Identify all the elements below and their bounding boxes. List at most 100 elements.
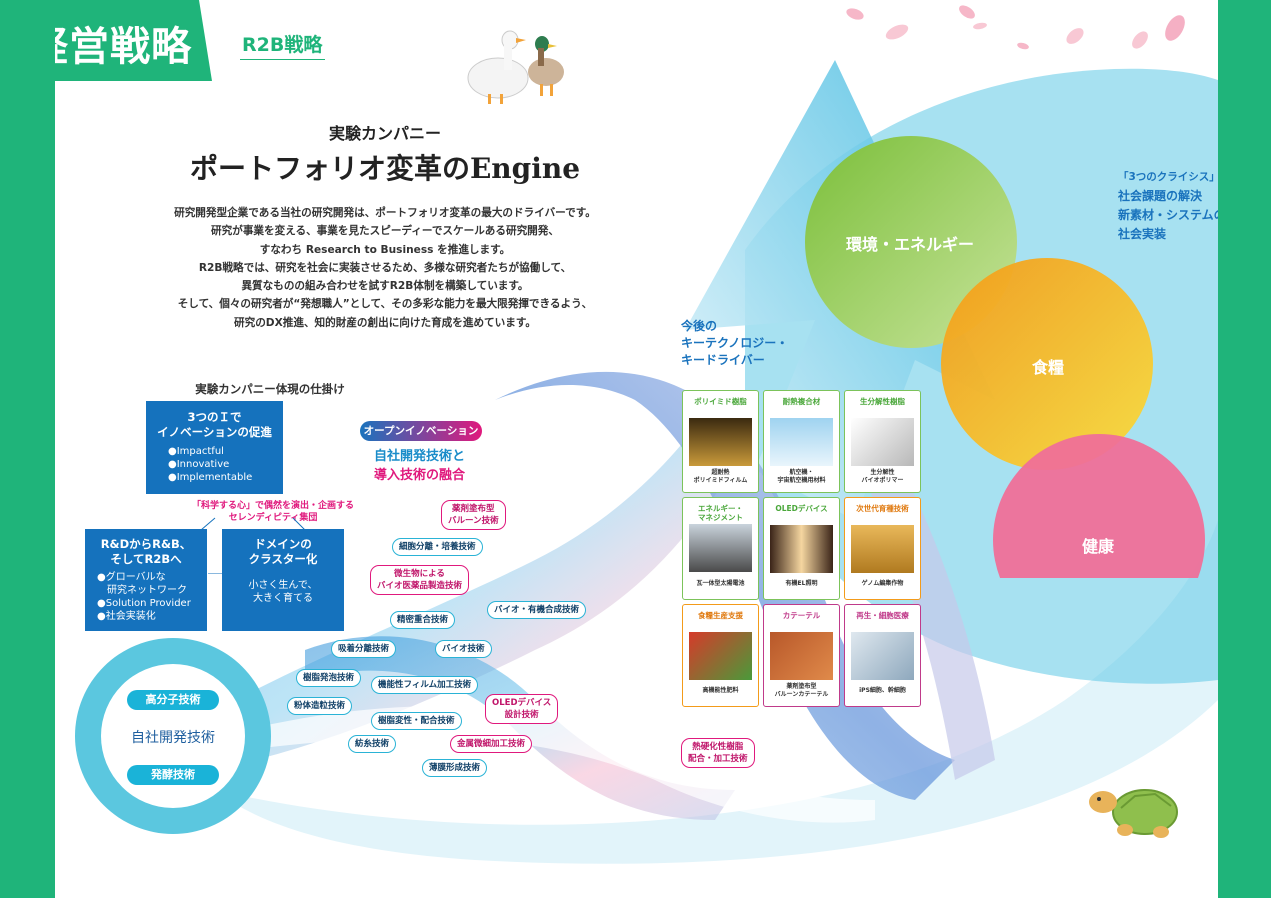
key-tech-tile-title: 食糧生産支援 (698, 611, 743, 620)
key-tech-line-2: キーテクノロジー・ (681, 336, 789, 350)
key-tech-line-1: 今後の (681, 319, 718, 333)
intro-line: そして、個々の研究者が“発想職人”として、その多彩な能力を最大限発揮できるよう、 (177, 298, 593, 311)
mechanism-connector-lines (200, 517, 306, 574)
crisis-caption: 「3つのクライシス」 社会課題の解決 新素材・システムの 社会実装 (1118, 168, 1218, 244)
key-tech-tile-caption: バイオポリマー (861, 477, 904, 484)
key-tech-tile-title: 生分解性樹脂 (860, 397, 905, 406)
page-panel: 環境・エネルギー 食糧 健康 「3つのクライシス」 社会課題の解決 新素材・シス… (55, 0, 1218, 898)
key-tech-tile: 次世代育種技術ゲノム編集作物 (844, 497, 921, 600)
key-tech-tile-title: 次世代育種技術 (856, 504, 909, 513)
tech-tag: 微生物による バイオ医薬品製造技術 (370, 565, 470, 595)
wheat-photo (851, 525, 914, 573)
fermentation-tech-pill: 発酵技術 (127, 765, 219, 785)
box-heading: クラスター化 (248, 552, 318, 566)
solar-roof-photo (689, 524, 752, 572)
cherry-petals-decoration (846, 5, 1185, 50)
key-tech-tile-caption: ゲノム編集作物 (861, 580, 904, 587)
oi-line-1: 自社開発技術と (374, 449, 466, 464)
oi-line-2: 導入技術の融合 (374, 468, 466, 483)
intro-line: 異質なものの組み合わせを試すR2B体制を構築しています。 (241, 280, 529, 293)
key-tech-tile-caption: 有機EL照明 (785, 580, 818, 587)
mechanism-title: 実験カンパニー体現の仕掛け (195, 382, 345, 396)
r2b-strategy-tag: R2B戦略 (242, 34, 323, 56)
key-tech-tile-title: ポリイミド樹脂 (694, 397, 747, 406)
box-item: ●グローバルな (97, 572, 166, 583)
fertilizer-photo (689, 632, 752, 680)
turtle-illustration (1089, 789, 1178, 838)
key-tech-tile-caption: 宇宙航空機用材料 (777, 477, 826, 484)
key-tech-tile-caption: 超耐熱 (711, 469, 730, 476)
tech-tag: 粉体造粒技術 (287, 697, 353, 715)
section-header-tab (55, 0, 212, 81)
antenna-photo (689, 418, 752, 466)
key-tech-tile-caption: 薬剤塗布型 (786, 683, 817, 690)
box-item: ●Implementable (168, 472, 253, 483)
box-heading: 3つのＩで (187, 410, 242, 424)
box-heading: そしてR2Bへ (110, 552, 182, 566)
key-tech-tile: OLEDデバイス有機EL照明 (763, 497, 840, 600)
tech-tag: 金属微細加工技術 (450, 735, 533, 753)
crisis-line-1: 「3つのクライシス」 (1118, 171, 1218, 183)
open-innovation-pill: オープンイノベーション (360, 421, 482, 441)
key-tech-tile-caption: バルーンカテーテル (774, 691, 829, 698)
box-heading: ドメインの (254, 537, 312, 551)
tech-tag: バイオ・有機合成技術 (487, 601, 587, 619)
serendipity-line-1: 「科学する心」で偶然を演出・企画する (191, 501, 354, 511)
key-tech-tile-caption: iPS細胞、幹細胞 (859, 687, 906, 694)
intro-line: 研究のDX推進、知的財産の創出に向けた育成を進めています。 (234, 316, 536, 329)
crisis-line-2: 社会課題の解決 (1118, 189, 1203, 203)
intro-line: すなわち Research to Business を推進します。 (259, 243, 511, 256)
box-item: ●社会実装化 (97, 611, 156, 622)
key-tech-title: 今後の キーテクノロジー・ キードライバー (681, 318, 788, 369)
key-tech-tile: ポリイミド樹脂超耐熱ポリイミドフィルム (682, 390, 759, 493)
key-tech-tile-title: OLEDデバイス (775, 504, 828, 513)
key-tech-tile: 生分解性樹脂生分解性バイオポリマー (844, 390, 921, 493)
tech-tag: 薄膜形成技術 (422, 759, 488, 777)
biopolymer-photo (851, 418, 914, 466)
intro-line: 研究開発型企業である当社の研究開発は、ポートフォリオ変革の最大のドライバーです。 (174, 207, 596, 219)
tech-tag: 樹脂変性・配合技術 (371, 712, 462, 730)
section-title: 経営戦略 (55, 24, 192, 70)
society-circles-graphic (805, 136, 1205, 578)
circle-food-label: 食糧 (1031, 358, 1064, 377)
polymer-tech-pill: 高分子技術 (127, 690, 219, 710)
key-tech-tile-caption: 瓦一体型太陽電池 (696, 580, 745, 587)
mechanism-box-three-i: 3つのＩで イノベーションの促進 ●Impactful ●Innovative … (146, 401, 283, 494)
ducks-illustration (467, 30, 564, 104)
key-tech-tile: 再生・細胞医療 iPS細胞、幹細胞 (844, 604, 921, 707)
crisis-line-4: 社会実装 (1118, 227, 1167, 241)
tech-tag: 吸着分離技術 (331, 640, 397, 658)
key-tech-line-3: キードライバー (681, 353, 765, 367)
intro-line: 研究が事業を変える、事業を見たスピーディーでスケールある研究開発、 (211, 225, 559, 238)
key-tech-tile-title: カテーテル (782, 611, 821, 620)
hero-title: ポートフォリオ変革のEngine (189, 152, 581, 185)
open-innovation-text: 自社開発技術と 導入技術の融合 (374, 447, 465, 485)
oled-light-photo (770, 525, 833, 573)
key-tech-tile-caption: 生分解性 (870, 469, 895, 476)
circle-environment-label: 環境・エネルギー (845, 235, 974, 254)
box-item: ●Solution Provider (97, 598, 191, 609)
box-item: 研究ネットワーク (97, 585, 187, 596)
tech-tag: 細胞分離・培養技術 (392, 538, 483, 556)
serendipity-caption: 「科学する心」で偶然を演出・企画する セレンディピティ集団 (183, 500, 363, 524)
box-item: ●Innovative (168, 459, 230, 470)
key-tech-tile-title: 再生・細胞医療 (856, 611, 909, 620)
key-tech-tile-caption: 航空機・ (789, 469, 814, 476)
key-tech-tile-title: エネルギー・ マネジメント (698, 504, 743, 522)
box-text: 小さく生んで、 (248, 580, 318, 591)
key-tech-tile-caption: 高機能性肥料 (702, 687, 739, 694)
tech-tag: 薬剤塗布型 バルーン技術 (441, 500, 506, 530)
tech-tag: 樹脂発泡技術 (296, 669, 362, 687)
key-tech-tile-caption: ポリイミドフィルム (693, 477, 748, 484)
catheter-photo (770, 632, 833, 680)
box-text: 大きく育てる (253, 593, 313, 604)
tech-tag: 機能性フィルム加工技術 (371, 676, 479, 694)
mechanism-box-r2b: R&DからR&B、 そしてR2Bへ ●グローバルな 研究ネットワーク ●Solu… (85, 529, 207, 631)
key-tech-tile-title: 耐熱複合材 (782, 397, 821, 406)
in-house-tech-label: 自社開発技術 (131, 730, 215, 746)
tech-tag: OLEDデバイス 設計技術 (485, 694, 559, 724)
key-tech-tile: カテーテル薬剤塗布型バルーンカテーテル (763, 604, 840, 707)
intro-line: R2B戦略では、研究を社会に実装させるため、多様な研究者たちが協働して、 (198, 261, 572, 274)
lab-photo (851, 632, 914, 680)
tech-tag: 熱硬化性樹脂 配合・加工技術 (681, 738, 755, 768)
